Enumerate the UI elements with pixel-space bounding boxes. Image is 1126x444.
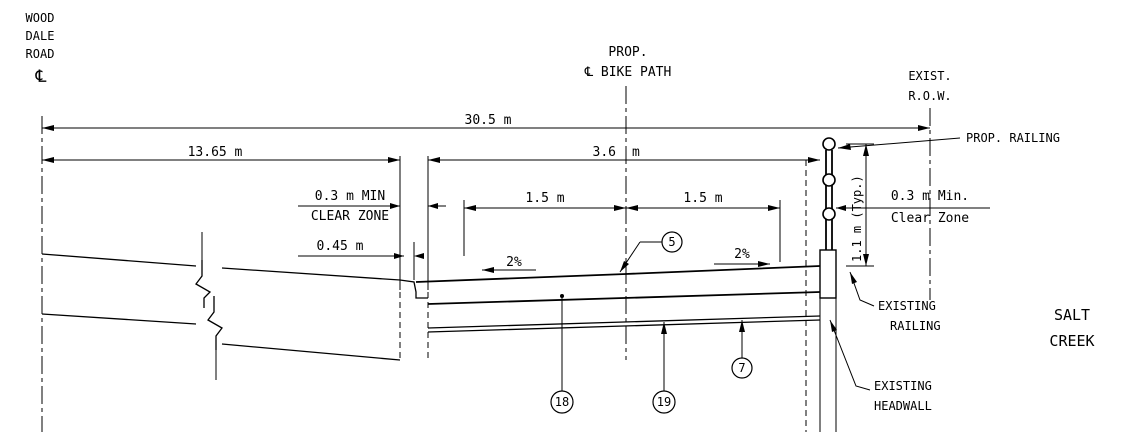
dim-arrow <box>388 157 400 163</box>
dim-arrow <box>626 205 638 211</box>
dim-arrow-left <box>42 125 54 131</box>
dim-path-width-unit: m <box>632 145 640 160</box>
pavement-surface <box>415 265 821 283</box>
callout-surface-arrow <box>620 261 629 272</box>
dim-half-left-label: 1.5 m <box>525 191 564 206</box>
dim-arrow <box>42 157 54 163</box>
bike-path-label-top: PROP. <box>608 45 647 60</box>
existing-headwall-leader <box>829 319 871 391</box>
dim-arrow-right <box>918 125 930 131</box>
dim-arrow <box>863 144 869 156</box>
railing-rail-top <box>822 137 836 151</box>
existing-railing-label-top: EXISTING <box>878 299 936 313</box>
existing-headwall-arrow <box>830 320 837 332</box>
road-label-2: DALE <box>26 29 55 43</box>
curb-profile <box>399 279 428 299</box>
clear-zone-left-top: 0.3 m MIN <box>315 189 385 204</box>
existing-headwall-label-bottom: HEADWALL <box>874 399 932 413</box>
prop-railing-arrow <box>838 144 851 150</box>
roadway-bottom-left <box>41 313 197 325</box>
base-bottom <box>427 291 821 305</box>
road-label-3: ROAD <box>26 47 55 61</box>
existing-railing-arrow <box>850 272 857 284</box>
callout-subbase-arrow <box>661 322 667 334</box>
existing-railing-leader <box>849 271 875 307</box>
roadway-bottom-right <box>221 343 401 361</box>
callout-base-text: 18 <box>555 395 569 409</box>
dim-arrow <box>394 253 404 259</box>
creek-label-top: SALT <box>1054 306 1090 324</box>
roadway-top-right <box>221 267 401 281</box>
clear-zone-right-bottom: Clear Zone <box>891 211 969 226</box>
callout-subbase-circle <box>652 390 676 414</box>
prop-railing-leader <box>837 137 961 149</box>
bike-path-label-bottom: ℄ BIKE PATH <box>584 65 672 80</box>
slope-left-label: 2% <box>506 255 522 270</box>
existing-headwall-label-top: EXISTING <box>874 379 932 393</box>
break-symbol-upper <box>195 260 212 308</box>
dim-total-label: 30.5 m <box>465 113 512 128</box>
railing-rail-low <box>822 207 836 221</box>
subbase-bottom-1 <box>427 315 821 329</box>
creek-label-bottom: CREEK <box>1049 332 1094 350</box>
curb-offset-label: 0.45 m <box>317 239 364 254</box>
clear-zone-right-top: 0.3 m Min. <box>891 189 969 204</box>
roadway-top-left <box>41 253 197 267</box>
prop-railing-label: PROP. RAILING <box>966 131 1060 145</box>
callout-fabric-circle <box>731 357 753 379</box>
road-label-1: WOOD <box>26 11 55 25</box>
dim-arrow <box>464 205 476 211</box>
callout-fabric-arrow <box>739 320 745 332</box>
dim-arrow <box>414 253 424 259</box>
headwall-cap <box>819 249 837 299</box>
dim-to-curb-label: 13.65 m <box>188 145 243 160</box>
callout-subbase-text: 19 <box>657 395 671 409</box>
callout-base-dot <box>560 294 564 298</box>
row-label-top: EXIST. <box>908 69 951 83</box>
railing-height-label: 1.1 m (Typ.) <box>850 175 864 262</box>
dim-arrow <box>390 203 400 209</box>
slope-arrowhead-left <box>482 267 494 273</box>
railing-rail-mid <box>822 173 836 187</box>
callout-fabric-text: 7 <box>738 361 745 375</box>
dim-arrow <box>863 254 869 266</box>
slope-right-label: 2% <box>734 247 750 262</box>
dim-half-right-label: 1.5 m <box>683 191 722 206</box>
dim-arrow <box>836 205 846 211</box>
road-centerline-symbol: ℄ <box>35 67 47 87</box>
existing-railing-label-bottom: RAILING <box>890 319 941 333</box>
dim-arrow <box>428 157 440 163</box>
dim-arrow <box>768 205 780 211</box>
dim-arrow <box>614 205 626 211</box>
clear-zone-left-bottom: CLEAR ZONE <box>311 209 389 224</box>
subbase-bottom-2 <box>427 319 821 333</box>
slope-arrowhead-right <box>758 261 770 267</box>
dim-path-width-value: 3.6 <box>593 145 616 160</box>
break-symbol-lower <box>207 296 223 350</box>
dim-arrow <box>808 157 820 163</box>
row-label-bottom: R.O.W. <box>908 89 951 103</box>
callout-base-circle <box>550 390 574 414</box>
callout-surface-text: 5 <box>668 235 675 249</box>
